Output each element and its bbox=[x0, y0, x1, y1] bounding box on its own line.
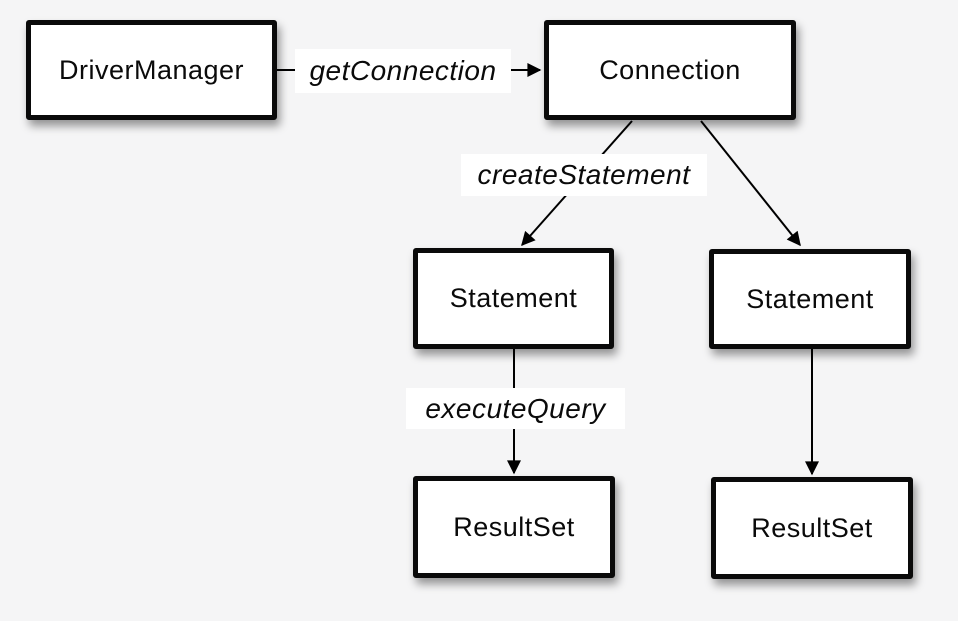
node-drivermanager-label: DriverManager bbox=[58, 54, 245, 85]
node-connection-label: Connection bbox=[599, 54, 741, 85]
node-resultset-right: ResultSet bbox=[711, 477, 913, 579]
node-resultset-left: ResultSet bbox=[413, 476, 615, 578]
edge-label-executequery: executeQuery bbox=[406, 388, 625, 429]
node-drivermanager: DriverManager bbox=[26, 20, 277, 120]
edge-label-createstatement: createStatement bbox=[461, 154, 707, 196]
node-connection: Connection bbox=[544, 20, 796, 120]
edge-label-getconnection: getConnection bbox=[295, 49, 511, 93]
node-resultset-right-label: ResultSet bbox=[751, 512, 873, 543]
node-resultset-left-label: ResultSet bbox=[453, 511, 575, 542]
node-statement-left-label: Statement bbox=[449, 283, 578, 313]
edge-connection-statement-right-line bbox=[700, 120, 801, 247]
node-statement-right: Statement bbox=[709, 249, 911, 349]
node-statement-right-label: Statement bbox=[746, 283, 874, 314]
node-statement-left: Statement bbox=[413, 248, 614, 349]
